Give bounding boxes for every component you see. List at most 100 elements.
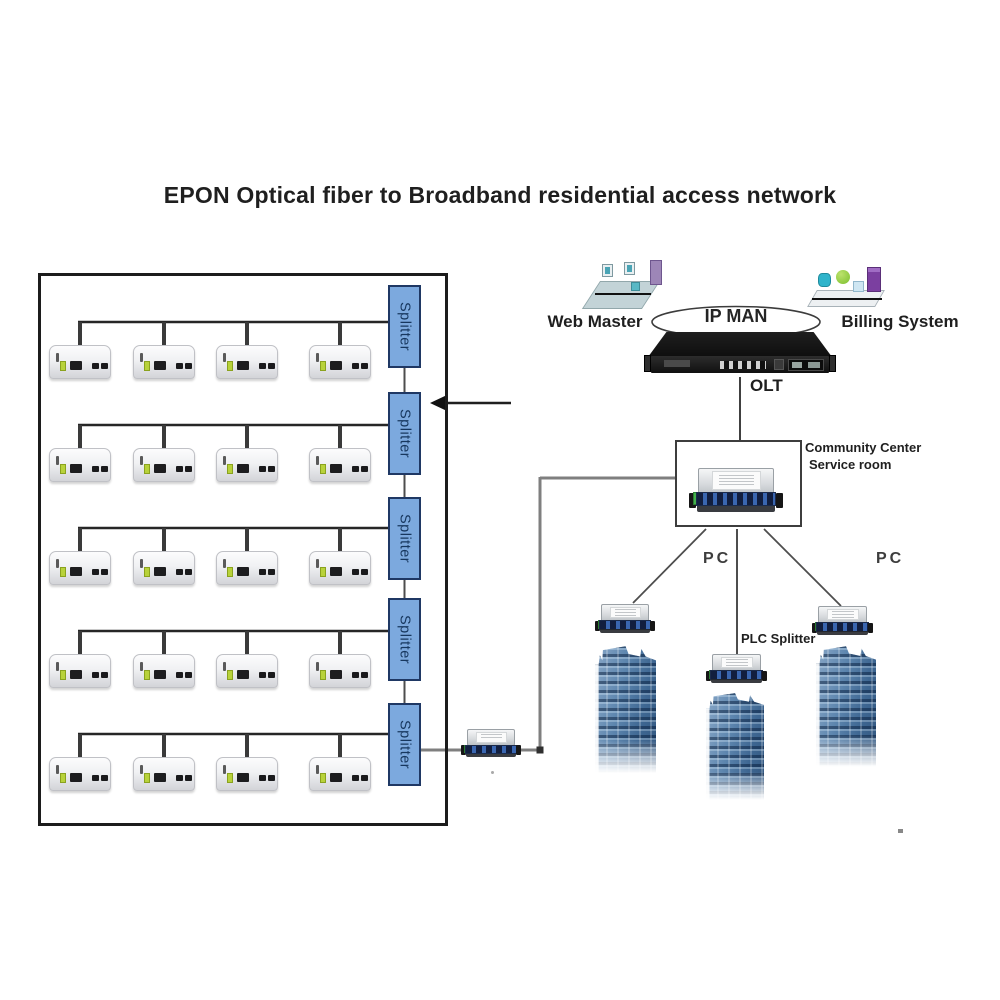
onu-jack	[352, 672, 359, 678]
line-joint	[536, 746, 544, 754]
onu-jack	[352, 363, 359, 369]
splitter-box: Splitter	[388, 392, 421, 475]
onu-jack	[361, 672, 368, 678]
cassette-body	[698, 468, 774, 495]
diagram-title: EPON Optical fiber to Broadband resident…	[163, 182, 837, 208]
onu-jack	[259, 672, 266, 678]
onu-antenna-shape	[56, 765, 59, 774]
onu-jack	[259, 363, 266, 369]
pc-label-left: PC	[703, 550, 732, 567]
onu-jack	[268, 775, 275, 781]
onu-device	[133, 448, 195, 482]
onu-lan-port	[237, 773, 249, 782]
onu-led	[320, 670, 326, 680]
cassette-label	[610, 606, 641, 619]
onu-jack	[268, 363, 275, 369]
onu-lan-port	[330, 670, 342, 679]
output-connectors	[465, 744, 517, 754]
onu-jack	[101, 775, 108, 781]
onu-antenna-shape	[56, 456, 59, 465]
cassette-body	[711, 654, 762, 672]
onu-led	[60, 361, 66, 371]
onu-device	[309, 345, 371, 379]
onu-lan-port	[154, 773, 166, 782]
onu-antenna-shape	[140, 353, 143, 362]
onu-jack	[176, 775, 183, 781]
cassette-base	[817, 631, 868, 636]
splitter-label: Splitter	[396, 301, 413, 352]
cassette-base	[711, 679, 762, 684]
splitter-label: Splitter	[396, 408, 413, 459]
onu-device	[49, 345, 111, 379]
onu-device	[309, 551, 371, 585]
onu-jack	[361, 466, 368, 472]
cassette-base	[697, 505, 775, 512]
splitter-box: Splitter	[388, 598, 421, 681]
onu-lan-port	[237, 670, 249, 679]
onu-antenna-shape	[223, 662, 226, 671]
network-line-shape	[812, 298, 882, 300]
onu-lan-port	[154, 464, 166, 473]
onu-led	[227, 464, 233, 474]
community-center-label: Community Center	[805, 440, 922, 455]
onu-antenna-shape	[140, 559, 143, 568]
olt-io-port	[774, 359, 784, 370]
onu-jack	[101, 466, 108, 472]
onu-jack	[185, 466, 192, 472]
onu-lan-port	[70, 361, 82, 370]
onu-antenna-shape	[316, 456, 319, 465]
cassette-base	[600, 629, 650, 634]
onu-antenna-shape	[223, 353, 226, 362]
onu-jack	[176, 569, 183, 575]
onu-device	[216, 345, 278, 379]
billing-system-icon	[807, 266, 890, 310]
olt-display	[788, 359, 824, 371]
onu-led	[320, 773, 326, 783]
building-tower	[595, 646, 656, 773]
onu-led	[320, 567, 326, 577]
output-connectors	[816, 622, 869, 632]
onu-led	[60, 567, 66, 577]
cube-shape	[853, 281, 864, 292]
artifact-dot	[898, 829, 903, 833]
onu-lan-port	[330, 464, 342, 473]
onu-jack	[352, 775, 359, 781]
onu-lan-port	[70, 464, 82, 473]
platform-shape	[581, 281, 661, 309]
cassette-base	[466, 753, 516, 758]
workstation-shape	[602, 264, 613, 277]
building	[816, 645, 876, 767]
onu-lan-port	[70, 567, 82, 576]
onu-lan-port	[330, 361, 342, 370]
onu-led	[227, 567, 233, 577]
building-tower	[706, 693, 764, 800]
onu-device	[216, 654, 278, 688]
plc-splitter-device	[812, 606, 873, 637]
building	[595, 645, 656, 773]
onu-jack	[101, 363, 108, 369]
onu-lan-port	[154, 567, 166, 576]
onu-device	[216, 757, 278, 791]
onu-device	[133, 345, 195, 379]
onu-jack	[185, 363, 192, 369]
onu-jack	[352, 466, 359, 472]
onu-led	[227, 773, 233, 783]
onu-device	[309, 654, 371, 688]
onu-antenna-shape	[140, 765, 143, 774]
web-master-icon	[581, 259, 665, 311]
onu-led	[144, 464, 150, 474]
onu-jack	[176, 363, 183, 369]
plc-splitter-device	[461, 729, 521, 759]
rack-ear	[644, 355, 651, 372]
onu-device	[133, 551, 195, 585]
pc-label-right: PC	[876, 550, 905, 567]
cassette-label	[476, 731, 507, 743]
cassette-body	[817, 606, 868, 624]
onu-antenna-shape	[140, 662, 143, 671]
onu-jack	[92, 775, 99, 781]
building	[706, 692, 764, 800]
onu-jack	[101, 569, 108, 575]
output-connectors	[695, 492, 777, 507]
onu-antenna-shape	[316, 353, 319, 362]
